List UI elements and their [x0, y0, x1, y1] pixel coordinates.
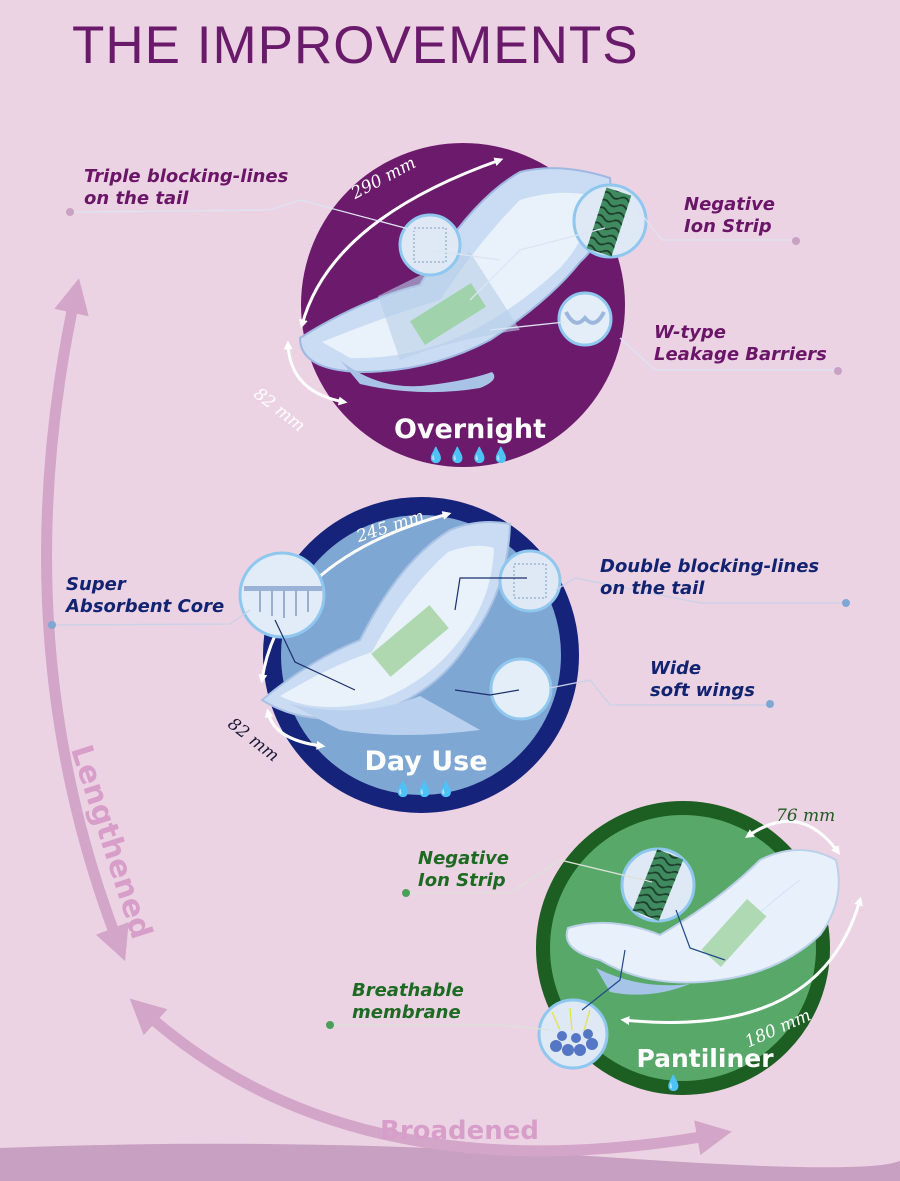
dayuse-dot-wings	[766, 700, 774, 708]
overnight-triple-lines-label: Triple blocking-lines on the tail	[84, 166, 289, 209]
overnight-width-arrow	[283, 340, 348, 406]
dayuse-leader-lines	[274, 577, 527, 696]
dayuse-tail-bubble	[498, 549, 562, 613]
overnight-dot-wtype	[834, 367, 842, 375]
broadened-label: Broadened	[380, 1116, 540, 1146]
page-title: THE IMPROVEMENTS	[72, 16, 639, 75]
dayuse-core-label: Super Absorbent Core	[66, 574, 225, 617]
lengthened-arrow	[41, 278, 129, 962]
pantiliner-width-label: 76 mm	[776, 806, 836, 826]
pantiliner-ion-strip-label: Negative Ion Strip	[418, 848, 510, 891]
overnight-absorbency-drops: 💧💧💧💧	[426, 447, 514, 464]
overnight-wtype-label: W-type Leakage Barriers	[654, 322, 827, 365]
dayuse-wings-label: Wide soft wings	[650, 658, 755, 701]
overnight-dot-ion	[792, 237, 800, 245]
pantiliner-leader-lines	[581, 909, 726, 1011]
overnight-dot-triple	[66, 208, 74, 216]
overnight-tail-bubble	[398, 213, 462, 277]
overnight-leader-lines	[71, 199, 836, 371]
dayuse-dot-double	[842, 599, 850, 607]
pantiliner-dot-membrane	[326, 1021, 334, 1029]
dayuse-core-bubble	[238, 551, 326, 639]
pantiliner-dot-ion	[402, 889, 410, 897]
pantiliner-name: Pantiliner	[636, 1044, 774, 1073]
overnight-length-arrow	[299, 157, 504, 329]
pantiliner-absorbency-drops: 💧	[664, 1075, 686, 1092]
overnight-ion-strip-label: Negative Ion Strip	[684, 194, 776, 237]
overnight-name: Overnight	[393, 414, 547, 445]
dayuse-width-arrow	[264, 708, 326, 750]
pantiliner-width-arrow	[745, 819, 841, 855]
pantiliner-membrane-label: Breathable membrane	[352, 980, 464, 1023]
pantiliner-length-arrow	[620, 896, 863, 1026]
broadened-arrow	[129, 998, 732, 1157]
dayuse-dot-core	[48, 621, 56, 629]
dayuse-absorbency-drops: 💧💧💧	[393, 781, 459, 798]
dayuse-wings-bubble	[489, 657, 553, 721]
dayuse-double-lines-label: Double blocking-lines on the tail	[600, 556, 820, 599]
dayuse-name: Day Use	[364, 746, 488, 777]
